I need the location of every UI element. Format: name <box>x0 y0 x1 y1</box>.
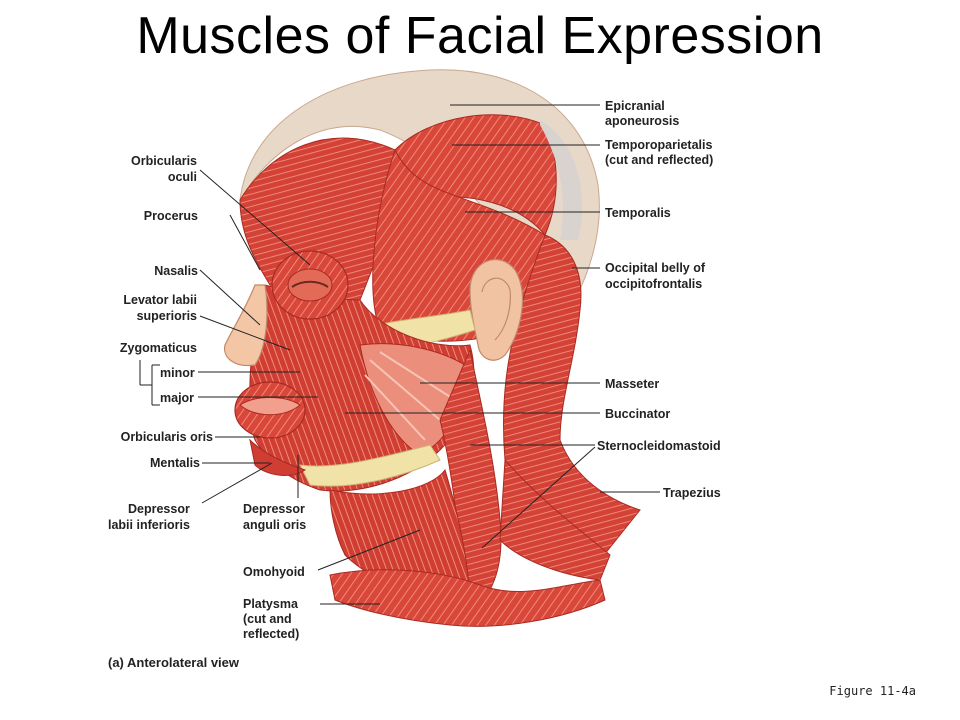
label-levator-labii-1: Levator labii <box>123 293 197 307</box>
label-orbicularis-oculi-1: Orbicularis <box>131 154 197 168</box>
platysma-shape <box>329 569 606 627</box>
label-zygomaticus: Zygomaticus <box>120 341 197 355</box>
svg-text:Temporoparietalis(cut and refl: Temporoparietalis(cut and reflected) <box>605 138 713 167</box>
label-occipital-1: Occipital belly of <box>605 261 706 275</box>
label-platysma-3: reflected) <box>243 627 299 641</box>
label-depressor-labii-1: Depressor <box>128 502 190 516</box>
fascia-band-shape <box>540 120 583 240</box>
label-orbicularis-oris: Orbicularis oris <box>121 430 213 444</box>
leader-lines <box>139 104 660 605</box>
label-platysma-2: (cut and <box>243 612 292 626</box>
label-depressor-anguli-2: anguli oris <box>243 518 306 532</box>
label-sternocleidomastoid: Sternocleidomastoid <box>597 439 721 453</box>
label-temporoparietalis-2: (cut and reflected) <box>605 153 713 167</box>
nose-shape <box>224 284 268 367</box>
head-illustration <box>224 69 641 627</box>
occipital-shape <box>502 234 641 561</box>
label-omohyoid: Omohyoid <box>243 565 305 579</box>
label-buccinator: Buccinator <box>605 407 670 421</box>
page-title: Muscles of Facial Expression <box>136 7 824 65</box>
label-zygomaticus-minor: minor <box>160 366 195 380</box>
mandible-tendon-shape <box>299 444 441 487</box>
label-temporoparietalis-1: Temporoparietalis <box>605 138 712 152</box>
view-caption: (a) Anterolateral view <box>108 655 240 670</box>
trapezius-shape <box>499 458 611 581</box>
label-zygomaticus-major: major <box>160 391 194 405</box>
label-depressor-anguli-1: Depressor <box>243 502 305 516</box>
label-masseter: Masseter <box>605 377 659 391</box>
label-procerus: Procerus <box>144 209 198 223</box>
label-platysma-1: Platysma <box>243 597 299 611</box>
label-mentalis: Mentalis <box>150 456 200 470</box>
label-temporalis: Temporalis <box>605 206 671 220</box>
chin-shape <box>249 438 307 476</box>
label-epicranial-1: Epicranial <box>605 99 665 113</box>
label-depressor-labii-2: labii inferioris <box>108 518 190 532</box>
labels-left: Orbicularis oculi Procerus Nasalis Levato… <box>108 154 306 641</box>
ear-shape <box>469 259 523 361</box>
label-nasalis: Nasalis <box>154 264 198 278</box>
figure-reference: Figure 11-4a <box>829 684 916 698</box>
label-orbicularis-oculi-2: oculi <box>168 170 197 184</box>
label-levator-labii-2: superioris <box>137 309 197 323</box>
label-trapezius: Trapezius <box>663 486 721 500</box>
label-occipital-2: occipitofrontalis <box>605 277 702 291</box>
label-epicranial-2: aponeurosis <box>605 114 679 128</box>
